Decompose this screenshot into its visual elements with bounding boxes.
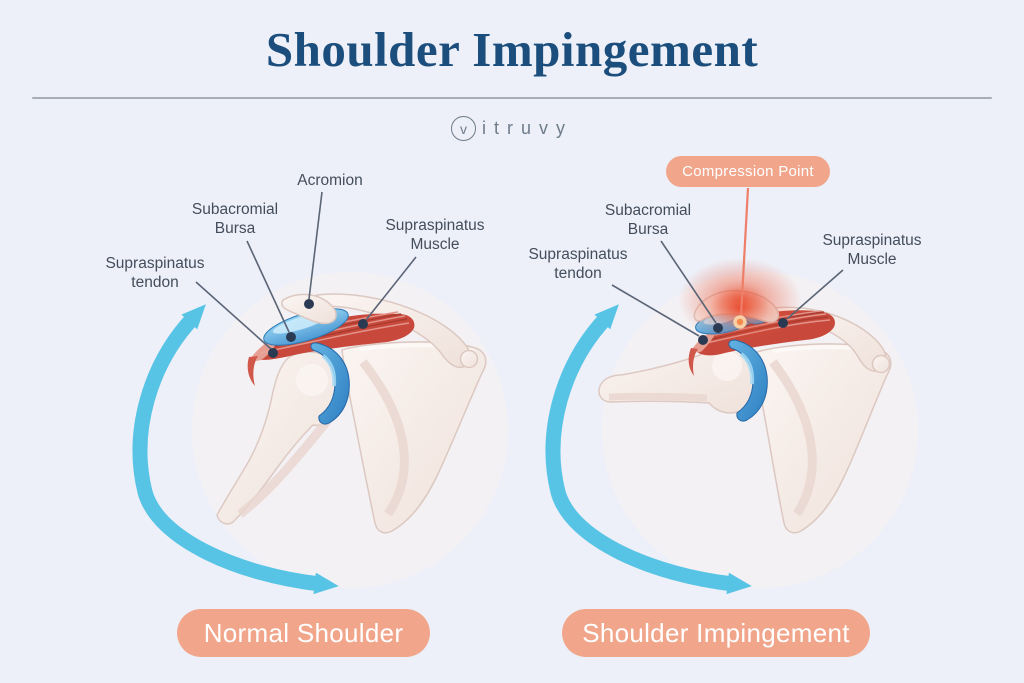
normal-shoulder-illustration	[192, 272, 508, 588]
vitruvy-logo: v itruvy	[0, 116, 1024, 141]
logo-v-icon: v	[450, 116, 476, 141]
caption-normal-shoulder: Normal Shoulder	[177, 609, 430, 657]
shoulder-impingement-illustration	[598, 258, 918, 588]
label-supraspinatus-tendon-left: Supraspinatus tendon	[105, 255, 205, 291]
header-divider	[32, 97, 992, 99]
logo-text: itruvy	[481, 118, 573, 138]
label-subacromial-bursa-right: Subacromial Bursa	[604, 202, 692, 238]
label-supraspinatus-muscle-right: Supraspinatus Muscle	[822, 232, 922, 268]
label-supraspinatus-muscle-left: Supraspinatus Muscle	[385, 217, 485, 253]
compression-glow	[678, 258, 802, 342]
label-subacromial-bursa-left: Subacromial Bursa	[191, 201, 279, 237]
label-acromion: Acromion	[297, 172, 363, 189]
label-supraspinatus-tendon-right: Supraspinatus tendon	[528, 246, 628, 282]
caption-shoulder-impingement: Shoulder Impingement	[562, 609, 870, 657]
compression-point-badge: Compression Point	[666, 156, 830, 187]
scapula-bone	[756, 343, 892, 534]
scapula-bone	[341, 341, 487, 534]
page-title: Shoulder Impingement	[265, 22, 759, 77]
